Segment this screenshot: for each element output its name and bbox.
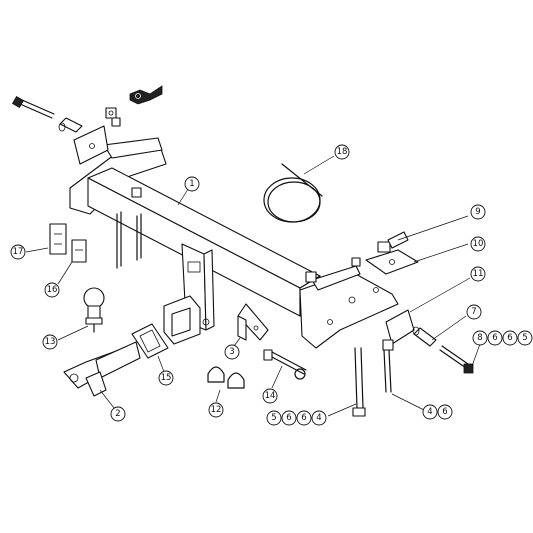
callout-13: 13: [42, 334, 58, 350]
svg-text:14: 14: [265, 391, 276, 401]
tow-ball-13: [83, 287, 105, 333]
svg-text:15: 15: [161, 373, 172, 383]
bracket-plate-10: [365, 249, 419, 275]
long-bolt-5664: [352, 347, 366, 417]
nut-set-top: [105, 107, 121, 127]
svg-text:6: 6: [507, 333, 512, 343]
wing-bracket-top: [129, 85, 163, 105]
wiring-coil: [263, 163, 323, 223]
svg-text:1: 1: [189, 179, 194, 189]
callout-12: 12: [208, 402, 224, 418]
svg-text:6: 6: [442, 407, 447, 417]
bolt-8: [439, 345, 474, 374]
callout-16: 16: [44, 282, 60, 298]
spacer-tube: [58, 117, 83, 133]
leader-lines: [25, 155, 481, 417]
bracket-3: [237, 303, 269, 341]
svg-text:6: 6: [301, 413, 306, 423]
nuts-right: [305, 257, 361, 283]
svg-text:4: 4: [427, 407, 432, 417]
card-16: [71, 239, 87, 263]
card-17: [49, 223, 67, 255]
shackles-12: [207, 366, 245, 389]
svg-text:4: 4: [316, 413, 321, 423]
svg-text:8: 8: [477, 333, 482, 343]
callout-4-6: 4 6: [422, 404, 453, 420]
callout-5664: 5 6 6 4: [266, 410, 327, 426]
plate-small-top: [73, 125, 109, 165]
callout-9: 9: [470, 204, 486, 220]
svg-text:5: 5: [522, 333, 527, 343]
callout-3: 3: [224, 344, 240, 360]
svg-text:5: 5: [271, 413, 276, 423]
svg-text:18: 18: [337, 147, 348, 157]
long-bolt-46: [382, 339, 394, 393]
svg-text:12: 12: [211, 405, 222, 415]
callout-11: 11: [470, 266, 486, 282]
callout-14: 14: [262, 388, 278, 404]
svg-text:13: 13: [45, 337, 56, 347]
drawbar-2: [63, 341, 141, 397]
svg-text:11: 11: [473, 269, 484, 279]
callout-8665: 8 6 6 5: [472, 330, 533, 346]
callout-17: 17: [10, 244, 26, 260]
nut-bolt-9: [377, 231, 409, 253]
plate-11: [385, 309, 415, 345]
hitch-pin-14: [263, 349, 307, 380]
sleeve-7: [412, 326, 437, 347]
callout-18: 18: [334, 144, 350, 160]
svg-text:6: 6: [492, 333, 497, 343]
svg-text:9: 9: [475, 207, 480, 217]
svg-text:7: 7: [471, 307, 476, 317]
callout-10: 10: [470, 236, 486, 252]
svg-text:2: 2: [115, 409, 120, 419]
cover-plate-15: [131, 323, 169, 359]
svg-text:16: 16: [47, 285, 58, 295]
callout-1: 1: [184, 176, 200, 192]
svg-text:10: 10: [473, 239, 484, 249]
svg-text:6: 6: [286, 413, 291, 423]
bolt-long: [11, 95, 55, 119]
callout-2: 2: [110, 406, 126, 422]
callout-15: 15: [158, 370, 174, 386]
nut-beam-top: [131, 187, 142, 198]
callout-7: 7: [466, 304, 482, 320]
svg-text:3: 3: [229, 347, 234, 357]
svg-text:17: 17: [13, 247, 24, 257]
tow-bar-crossbeam: [69, 137, 399, 349]
